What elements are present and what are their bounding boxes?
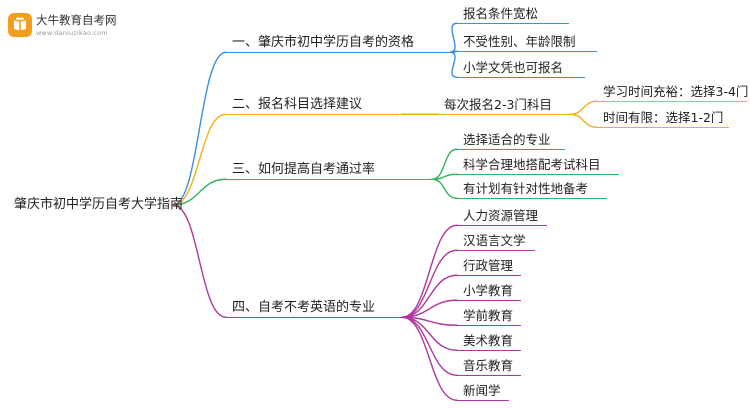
branch-3-item-2: 科学合理地搭配考试科目 (457, 156, 619, 175)
connector-branch-1-label (172, 51, 227, 206)
branch-2-label: 二、报名科目选择建议 (226, 96, 402, 115)
branch-2-item-1: 每次报名2-3门科目 (438, 96, 570, 115)
connector-branch-2-label (172, 113, 227, 206)
connector-branch-3-item-2 (431, 173, 458, 180)
connector-branch-2-item-1-sub-2 (569, 113, 598, 128)
branch-4-item-6: 美术教育 (457, 332, 521, 351)
branch-3-label: 三、如何提高自考通过率 (226, 161, 432, 180)
logo-name: 大牛教育自考网 (36, 13, 117, 27)
connector-branch-1-item-2 (449, 50, 458, 53)
connector-branch-4-item-7 (401, 316, 458, 376)
connector-branch-3-item-3 (431, 178, 458, 199)
connector-branch-4-item-5 (401, 316, 458, 326)
connector-branch-4-item-1 (401, 224, 458, 318)
branch-4-item-7: 音乐教育 (457, 357, 521, 376)
connector-branch-2-item-1-sub-1 (569, 100, 598, 115)
logo-url: www.daniuzikao.com (36, 29, 108, 37)
connector-branch-4-item-2 (401, 249, 458, 318)
branch-1-item-1: 报名条件宽松 (457, 5, 569, 24)
branch-4-label: 四、自考不考英语的专业 (226, 299, 402, 318)
branch-2-item-1-sub-2: 时间有限：选择1-2门 (597, 109, 729, 128)
connector-branch-1-item-1 (449, 22, 458, 53)
branch-1-label: 一、肇庆市初中学历自考的资格 (226, 34, 450, 53)
connector-branch-4-item-4 (401, 299, 458, 318)
branch-4-item-8: 新闻学 (457, 382, 509, 401)
connector-branch-1-item-3 (449, 51, 458, 78)
connector-branch-4-item-3 (401, 274, 458, 318)
branch-4-item-1: 人力资源管理 (457, 207, 547, 226)
logo-badge-icon (8, 13, 32, 37)
connector-branch-4-item-8 (401, 316, 458, 401)
connector-branch-3-item-1 (431, 148, 458, 180)
branch-1-item-3: 小学文凭也可报名 (457, 59, 585, 78)
branch-3-item-3: 有计划有针对性地备考 (457, 180, 607, 199)
branch-4-item-4: 小学教育 (457, 282, 521, 301)
branch-4-item-5: 学前教育 (457, 307, 521, 326)
branch-2-item-1-sub-1: 学习时间充裕：选择3-4门 (597, 83, 748, 102)
branch-3-item-1: 选择适合的专业 (457, 131, 565, 150)
mindmap-root: 肇庆市初中学历自考大学指南 (14, 197, 184, 212)
connector-branch-4-label (172, 204, 227, 318)
branch-4-item-2: 汉语言文学 (457, 232, 535, 251)
connector-branch-4-item-6 (401, 316, 458, 351)
branch-4-item-3: 行政管理 (457, 257, 521, 276)
branch-1-item-2: 不受性别、年龄限制 (457, 33, 597, 52)
